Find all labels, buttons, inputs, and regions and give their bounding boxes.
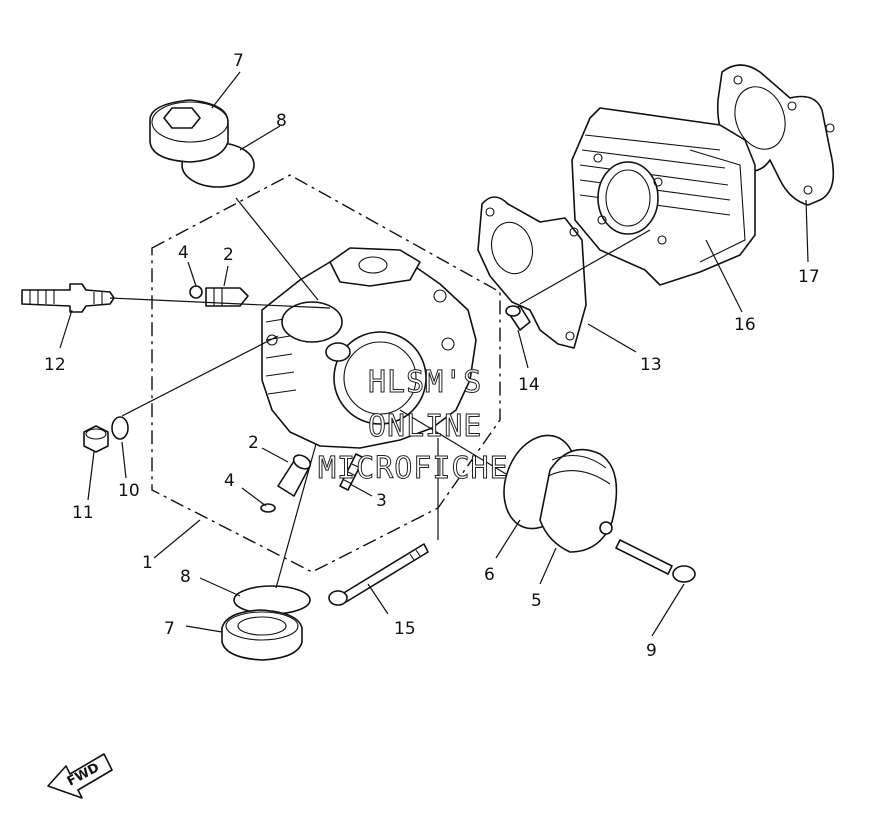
callout-7-top: 7	[233, 51, 244, 71]
cylinder-head	[261, 247, 477, 449]
o-ring-upper	[189, 285, 203, 299]
callout-3: 3	[376, 491, 387, 511]
callout-4-bottom: 4	[224, 471, 235, 491]
bolt-9	[615, 539, 696, 583]
assembly-boundary	[151, 174, 501, 573]
tappet-cover-upper	[149, 99, 255, 188]
rocker-shaft-upper	[205, 287, 249, 307]
callout-13: 13	[640, 355, 662, 375]
washer	[111, 416, 129, 440]
side-cover	[539, 448, 618, 553]
callout-7-bottom: 7	[164, 619, 175, 639]
callout-17: 17	[798, 267, 820, 287]
tappet-cover-lower	[221, 609, 303, 661]
plug-bolt	[83, 425, 109, 453]
callout-1: 1	[142, 553, 153, 573]
o-ring-lower	[260, 503, 276, 513]
callout-6: 6	[484, 565, 495, 585]
callout-11: 11	[72, 503, 94, 523]
cylinder	[571, 107, 756, 286]
watermark: HLSM'S ONLINE MICROFICHE	[318, 365, 509, 487]
watermark-line-2: ONLINE	[368, 409, 482, 444]
head-gasket	[477, 196, 587, 349]
callout-14: 14	[518, 375, 540, 395]
watermark-line-1: HLSM'S	[368, 365, 482, 400]
callout-10: 10	[118, 481, 140, 501]
stud-bolt	[339, 453, 365, 491]
callout-2-top: 2	[223, 245, 234, 265]
callout-15: 15	[394, 619, 416, 639]
o-ring-cover-lower	[233, 585, 311, 615]
spark-plug	[21, 283, 115, 313]
callout-8-top: 8	[276, 111, 287, 131]
callout-16: 16	[734, 315, 756, 335]
callout-8-bottom: 8	[180, 567, 191, 587]
leader-lines	[59, 71, 809, 637]
watermark-line-3: MICROFICHE	[318, 451, 509, 486]
callouts: 7 8 4 2 12 11 10 2 4 3 1 8 7 15 6 5 9 13…	[44, 51, 820, 661]
callout-2-bottom: 2	[248, 433, 259, 453]
callout-9: 9	[646, 641, 657, 661]
callout-4-top: 4	[178, 243, 189, 263]
long-bolt	[328, 543, 429, 606]
forward-arrow-icon: FWD	[47, 753, 113, 799]
dowel-pin	[505, 305, 531, 331]
callout-12: 12	[44, 355, 66, 375]
callout-5: 5	[531, 591, 542, 611]
